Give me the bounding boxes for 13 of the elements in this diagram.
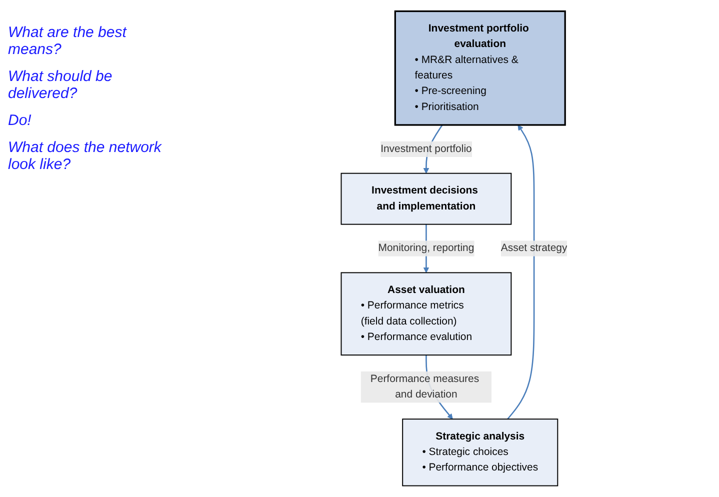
edge-label: Investment portfolio bbox=[380, 143, 472, 154]
node-box: Investment decisions and implementation bbox=[341, 172, 512, 225]
question-note: Do! bbox=[8, 112, 32, 129]
question-note: What are the best means? bbox=[8, 24, 128, 58]
arrow bbox=[507, 124, 535, 420]
edge-label: Monitoring, reporting bbox=[378, 242, 474, 254]
question-note: What does the network look like? bbox=[8, 139, 163, 173]
node-box: Asset valuation • Performance metrics (field data collection) • Performance evalution bbox=[341, 272, 512, 356]
edge-label: Asset strategy bbox=[501, 242, 568, 254]
edge-label: Performance measures and deviation bbox=[370, 373, 480, 400]
question-note: What should be delivered? bbox=[8, 68, 114, 102]
node-box: Strategic analysis • Strategic choices • Performance objectives bbox=[402, 418, 558, 486]
node-box: Investment portfolio evaluation • MR&R alternatives & features • Pre-screening • Prioritisation bbox=[394, 10, 566, 126]
